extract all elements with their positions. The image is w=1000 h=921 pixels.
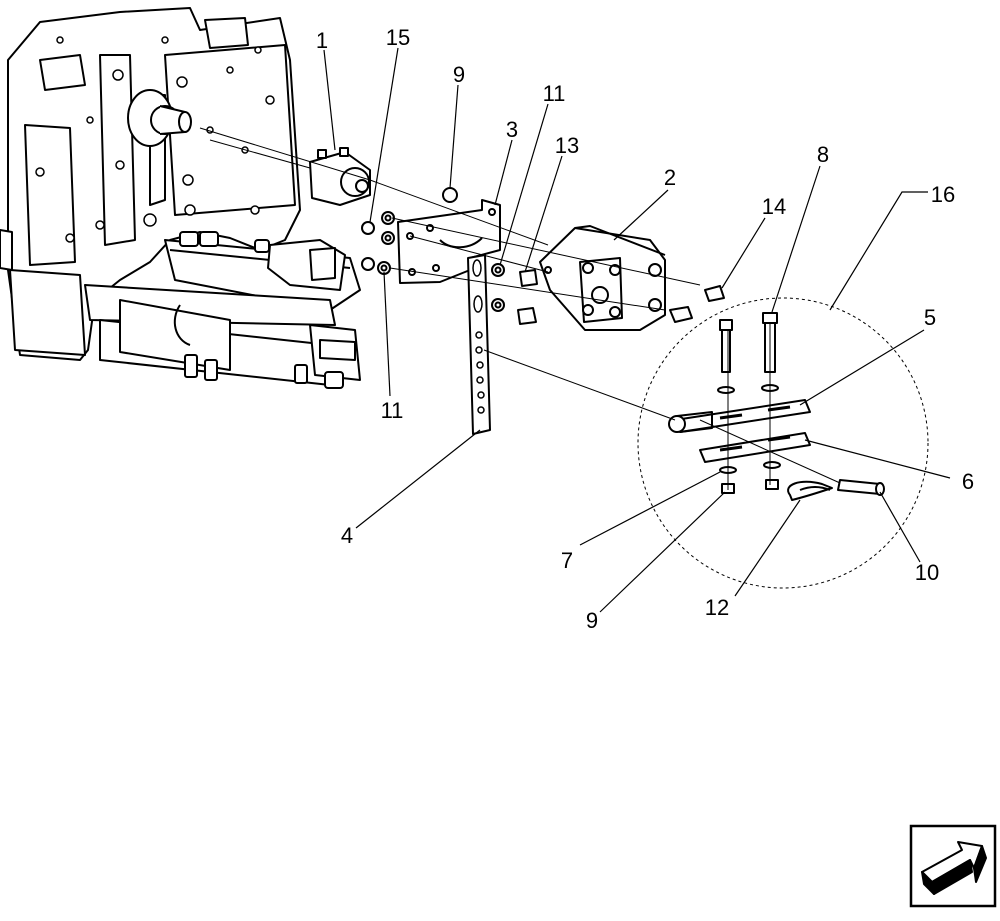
callout-11-bottom: 11 xyxy=(381,398,404,423)
callout-labels: 1 15 9 11 3 13 2 8 14 16 5 6 10 12 9 7 4… xyxy=(316,25,974,633)
callout-9-top: 9 xyxy=(453,62,465,87)
subassembly-16-outline xyxy=(637,297,929,589)
part-3-bracket xyxy=(397,199,501,284)
callout-14: 14 xyxy=(762,194,786,219)
callout-5: 5 xyxy=(924,305,936,330)
rear-housing-drawing xyxy=(0,7,361,389)
callout-8: 8 xyxy=(817,142,829,167)
part-12-clip xyxy=(787,480,833,501)
callout-9-bottom: 9 xyxy=(586,608,598,633)
return-arrow-icon xyxy=(921,841,987,895)
callout-6: 6 xyxy=(962,469,974,494)
callout-16: 16 xyxy=(931,182,955,207)
callout-4: 4 xyxy=(341,523,353,548)
part-10-pin xyxy=(837,479,881,495)
leader-lines xyxy=(323,47,951,613)
part-6-plate xyxy=(699,432,811,463)
callout-7: 7 xyxy=(561,548,573,573)
callout-3: 3 xyxy=(506,117,518,142)
callout-15: 15 xyxy=(386,25,410,50)
callout-12: 12 xyxy=(705,595,729,620)
part-5-plate xyxy=(674,399,811,433)
callout-10: 10 xyxy=(915,560,939,585)
return-button[interactable] xyxy=(909,824,997,908)
exploded-parts xyxy=(309,147,885,501)
alignment-lines xyxy=(199,127,841,490)
callout-1: 1 xyxy=(316,28,328,53)
callout-11-top: 11 xyxy=(543,81,566,106)
callout-2: 2 xyxy=(664,165,676,190)
callout-13: 13 xyxy=(555,133,579,158)
part-4-bar xyxy=(467,254,491,435)
